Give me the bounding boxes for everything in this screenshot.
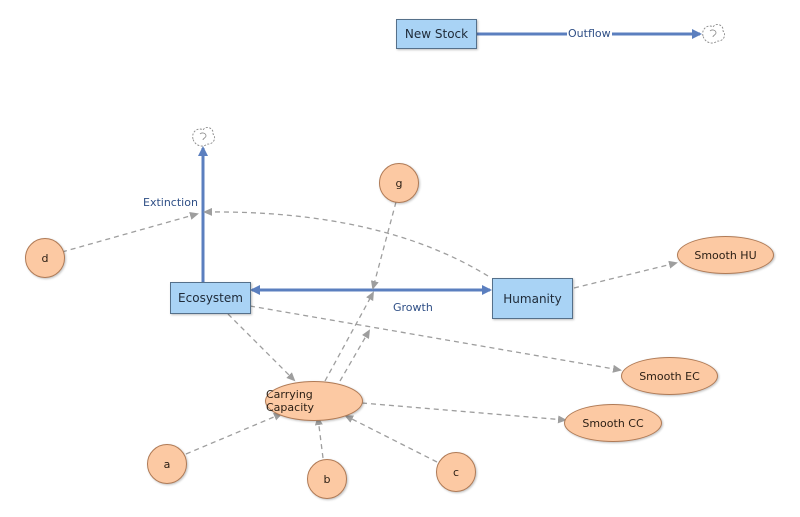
variable-c[interactable]: c	[436, 452, 476, 492]
variable-d[interactable]: d	[25, 238, 65, 278]
variable-smooth-cc[interactable]: Smooth CC	[564, 404, 662, 442]
link-c-to-carrying-capacity[interactable]	[344, 415, 438, 463]
variable-b[interactable]: b	[307, 459, 347, 499]
flow-label-growth[interactable]: Growth	[392, 301, 434, 314]
stock-humanity[interactable]: Humanity	[492, 278, 573, 319]
link-carrying-capacity-to-growth[interactable]	[324, 291, 374, 382]
link-carrying-capacity-to-growth-2[interactable]	[339, 329, 371, 382]
link-ecosystem-to-carrying-capacity[interactable]	[227, 313, 296, 382]
link-a-to-carrying-capacity[interactable]	[185, 413, 283, 455]
stock-ecosystem[interactable]: Ecosystem	[170, 282, 251, 314]
link-humanity-to-extinction[interactable]	[203, 207, 489, 277]
variable-g[interactable]: g	[379, 163, 419, 203]
variable-smooth-hu[interactable]: Smooth HU	[677, 236, 774, 274]
link-b-to-carrying-capacity[interactable]	[314, 416, 324, 459]
link-carrying-capacity-to-smooth-cc[interactable]	[361, 402, 567, 424]
cloud-sink-icon[interactable]	[702, 24, 726, 44]
stock-new-stock[interactable]: New Stock	[396, 19, 477, 49]
variable-smooth-ec[interactable]: Smooth EC	[621, 357, 718, 395]
flow-label-outflow[interactable]: Outflow	[567, 27, 612, 40]
link-d-to-extinction[interactable]	[61, 212, 199, 253]
variable-carrying-capacity[interactable]: Carrying Capacity	[265, 381, 363, 421]
link-humanity-to-smooth-hu[interactable]	[573, 260, 678, 289]
link-g-to-growth[interactable]	[370, 201, 397, 290]
links	[61, 201, 678, 463]
flow-label-extinction[interactable]: Extinction	[142, 196, 199, 209]
variable-a[interactable]: a	[147, 444, 187, 484]
cloud-sink-icon[interactable]	[192, 127, 216, 147]
